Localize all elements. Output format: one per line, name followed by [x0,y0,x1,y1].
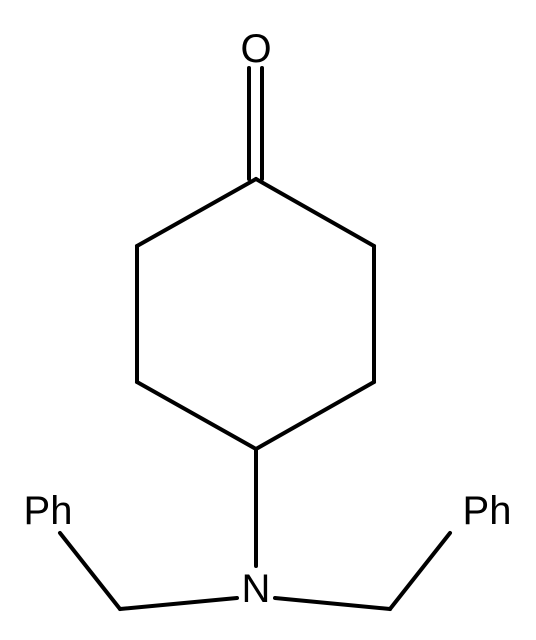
ring-bond-top-right [254,177,376,248]
ch2-ph-left-bond [58,531,122,611]
phenyl-left-label: Ph [24,489,73,533]
phenyl-right-label: Ph [463,489,512,533]
ring-bond-bottom-right [254,380,376,451]
oxygen-label: O [240,27,271,71]
nitrogen-label: N [242,567,271,611]
n-ch2-right-bond [273,596,392,611]
n-ch2-left-bond [118,596,239,611]
ring-bond-top-left [135,177,258,248]
ring-bond-bottom-left [135,380,258,451]
ch2-ph-right-bond [388,531,452,611]
